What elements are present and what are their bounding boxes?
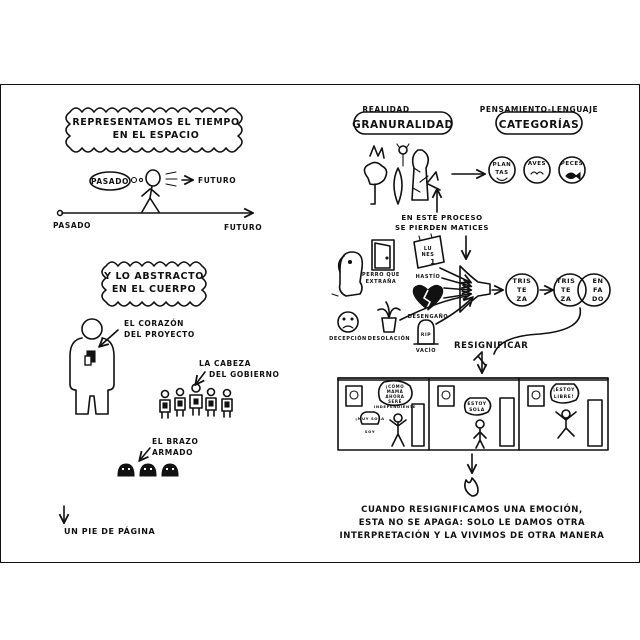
label-missing-line-2: EXTRAÑA [366, 278, 397, 285]
reality-title: REALIDAD [362, 105, 409, 114]
head-label-line-2: DEL GOBIERNO [209, 370, 280, 379]
comic-panel-1: ¡CÓMO MAMÁ AHORA SERÉ INDEPENDIENTE ¡MUY… [345, 379, 425, 447]
label-desolation: DESOLACIÓN [368, 335, 410, 342]
tombstone-icon: RIP [413, 319, 439, 345]
banner-body-line-1: Y LO ABSTRACTO [103, 271, 204, 282]
emotion-icons: PERRO QUE EXTRAÑA LU NES 1 HASTÍO DESENG… [329, 233, 449, 354]
categories-pill [495, 111, 583, 135]
label-missing-line-1: PERRO QUE [362, 272, 400, 278]
walking-person: PASADO FUTURO [89, 169, 236, 213]
crowd-figures [159, 383, 233, 419]
venn-left-line-1: TRIS [557, 277, 576, 285]
armed-figures: EL BRAZO ARMADO [117, 437, 198, 477]
government-crowd: LA CABEZA DEL GOBIERNO [159, 359, 280, 419]
panel1-small-line-2: SOY [365, 429, 375, 434]
label-empty: VACÍO [416, 346, 436, 354]
tombstone-label: RIP [421, 332, 431, 338]
heart-label-line-2: DEL PROYECTO [124, 330, 195, 339]
venn-diagram: TRIS TE ZA EN FA DO [553, 273, 611, 307]
process-note-line-1: EN ESTE PROCESO [401, 214, 482, 222]
page-footer: UN PIE DE PÁGINA [64, 505, 156, 536]
banner-time-space: REPRESENTAMOS EL TIEMPO EN EL ESPACIO [65, 107, 243, 153]
circle-fish-label: PECES [561, 161, 584, 167]
flame-icon [464, 477, 479, 497]
sadness-line-1: TRIS [513, 277, 532, 285]
panel2-bubble-line-2: SOLA [469, 407, 485, 413]
circle-birds-label: AVES [528, 161, 546, 167]
resignify-curve [493, 307, 582, 355]
panel1-bubble-line-2: MAMÁ [387, 389, 404, 394]
arm-label-line-1: EL BRAZO [152, 437, 198, 446]
category-circles: PLAN TAS AVES PECES [488, 156, 586, 184]
left-page: REPRESENTAMOS EL TIEMPO EN EL ESPACIO PA… [53, 107, 280, 536]
arm-label-line-2: ARMADO [152, 448, 193, 457]
heart-label-line-1: EL CORAZÓN [124, 319, 184, 328]
comic-panel-2: ESTOY SOLA [437, 385, 515, 449]
label-disappointment: DECEPCIÓN [329, 335, 367, 342]
venn-left-line-3: ZA [561, 295, 572, 303]
page-frame [0, 84, 640, 563]
banner-time-line-2: EN EL ESPACIO [113, 130, 200, 141]
calendar-day: 1 [430, 258, 435, 266]
panel1-bubble-line-5: INDEPENDIENTE [374, 404, 416, 409]
banner-body-line-2: EN EL CUERPO [112, 284, 196, 295]
right-page: REALIDAD PENSAMIENTO-LENGUAJE GRANURALID… [329, 105, 611, 541]
wilted-plant-icon [377, 301, 401, 333]
heart-body-figure: EL CORAZÓN DEL PROYECTO [69, 318, 195, 415]
venn-right-line-1: EN [592, 277, 603, 285]
future-small-label: FUTURO [198, 176, 236, 185]
banner-abstract-body: Y LO ABSTRACTO EN EL CUERPO [101, 261, 207, 307]
granularity-label: GRANURALIDAD [352, 119, 454, 131]
panel1-small-line-1: ¡MUY SOLA [355, 416, 384, 421]
panel3-bubble-line-2: LIBRE! [554, 394, 574, 400]
venn-right-line-2: FA [593, 286, 603, 294]
calendar-icon: LU NES 1 [413, 233, 445, 269]
timeline-future-label: FUTURO [224, 223, 262, 232]
sadness-line-3: ZA [517, 295, 528, 303]
circle-plants-line-1: PLAN [493, 162, 512, 168]
broken-heart-icon [412, 284, 444, 311]
label-heartbreak: DESENGAÑO [408, 313, 449, 320]
fish-icon [565, 171, 581, 181]
sadness-circle: TRIS TE ZA [505, 273, 539, 307]
panel2-bubble-line-1: ESTOY [467, 401, 486, 407]
thought-title: PENSAMIENTO-LENGUAJE [480, 105, 598, 114]
sad-face-icon [337, 311, 359, 333]
granularity-pill [353, 111, 453, 135]
comic-strip: ¡CÓMO MAMÁ AHORA SERÉ INDEPENDIENTE ¡MUY… [337, 377, 609, 451]
timeline-past-label: PASADO [53, 221, 91, 230]
categories-label: CATEGORÍAS [499, 118, 580, 131]
panel3-bubble-line-1: ¡ESTOY [553, 387, 575, 393]
panel1-bubble-line-4: SERÉ [388, 399, 402, 404]
label-boredom: HASTÍO [416, 272, 441, 280]
calendar-line-2: NES [421, 252, 434, 258]
conclusion-line-3: INTERPRETACIÓN Y LA VIVIMOS DE OTRA MANE… [340, 529, 605, 541]
venn-right-line-3: DO [592, 295, 604, 303]
funnel [399, 235, 502, 325]
venn-left-line-2: TE [561, 286, 571, 294]
past-bubble-label: PASADO [91, 177, 129, 186]
banner-time-line-1: REPRESENTAMOS EL TIEMPO [72, 117, 239, 128]
dog-icon [331, 251, 364, 297]
door-icon [371, 239, 395, 271]
panel1-bubble-line-3: AHORA [385, 394, 404, 399]
comic-panel-3: ¡ESTOY LIBRE! [527, 383, 603, 447]
resignify-label: RESIGNIFICAR [454, 341, 528, 351]
circle-plants-line-2: TAS [495, 170, 508, 176]
head-label-line-1: LA CABEZA [199, 359, 251, 368]
process-note-line-2: SE PIERDEN MATICES [395, 224, 489, 232]
conclusion-line-2: ESTA NO SE APAGA: SOLO LE DAMOS OTRA [359, 518, 585, 528]
sadness-line-2: TE [517, 286, 527, 294]
timeline: PASADO FUTURO [53, 211, 262, 232]
plants-drawing [363, 143, 441, 205]
panel1-bubble-line-1: ¡CÓMO [386, 384, 405, 389]
footer-label: UN PIE DE PÁGINA [64, 525, 156, 536]
calendar-line-1: LU [424, 246, 432, 252]
conclusion-line-1: CUANDO RESIGNIFICAMOS UNA EMOCIÓN, [361, 503, 583, 515]
